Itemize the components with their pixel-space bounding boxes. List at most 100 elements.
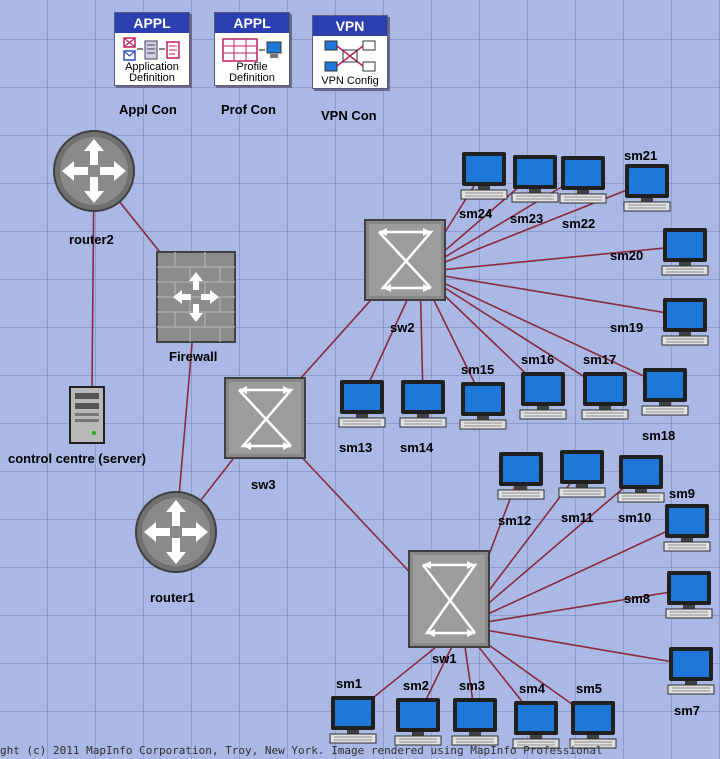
switch-icon <box>364 219 446 301</box>
link-sw2-sm18[interactable] <box>419 271 666 387</box>
vpn-config-text: VPN Config <box>313 76 387 87</box>
application-definition-node[interactable]: APPL Application Definition <box>114 12 190 86</box>
pc-node-sm24[interactable] <box>459 150 509 207</box>
pc-label-sm11: sm11 <box>561 510 594 525</box>
sw2-node[interactable] <box>363 218 447 307</box>
pc-label-sm12: sm12 <box>498 513 532 528</box>
application-definition-text: Application Definition <box>115 62 189 84</box>
control-centre-server-node[interactable] <box>68 385 106 450</box>
computer-icon <box>623 164 671 212</box>
computer-icon <box>338 380 386 428</box>
pc-node-sm9[interactable] <box>662 502 712 559</box>
sw1-node[interactable] <box>407 549 491 654</box>
pc-node-sm8[interactable] <box>664 569 714 626</box>
pc-label-sm20: sm20 <box>610 248 644 263</box>
prof-con-label: Prof Con <box>221 102 276 117</box>
link-sw2-sm22[interactable] <box>419 173 584 273</box>
link-sw1-sm8[interactable] <box>461 588 690 627</box>
firewall-node[interactable] <box>155 250 237 349</box>
link-sw2-sm21[interactable] <box>419 181 648 273</box>
pc-label-sm23: sm23 <box>510 211 544 226</box>
computer-icon <box>451 698 499 746</box>
pc-label-sm18: sm18 <box>642 428 676 443</box>
link-sw2-sm20[interactable] <box>419 245 686 273</box>
computer-icon <box>394 698 442 746</box>
link-sw1-sm10[interactable] <box>461 472 642 627</box>
pc-label-sm24: sm24 <box>459 206 493 221</box>
computer-icon <box>667 647 715 695</box>
pc-label-sm4: sm4 <box>519 681 546 696</box>
pc-node-sm2[interactable] <box>393 696 443 753</box>
pc-label-sm17: sm17 <box>583 352 617 367</box>
cfg-sub-line: Definition <box>229 72 275 84</box>
computer-icon <box>512 701 560 749</box>
pc-node-sm7[interactable] <box>666 645 716 702</box>
pc-node-sm13[interactable] <box>337 378 387 435</box>
pc-node-sm22[interactable] <box>558 154 608 211</box>
computer-icon <box>511 155 559 203</box>
link-sw1-sm9[interactable] <box>461 521 688 627</box>
computer-icon <box>641 368 689 416</box>
pc-label-sm2: sm2 <box>403 678 430 693</box>
link-sw2-sm17[interactable] <box>419 271 606 391</box>
pc-node-sm18[interactable] <box>640 366 690 423</box>
computer-icon <box>569 701 617 749</box>
pc-label-sm1: sm1 <box>336 676 363 691</box>
pc-node-sm21[interactable] <box>622 162 672 219</box>
vpn-config-icon <box>324 40 376 72</box>
vpn-config-node[interactable]: VPN VPN Config <box>312 15 388 89</box>
router2-node[interactable] <box>52 127 138 220</box>
link-sw1-sm7[interactable] <box>461 625 692 666</box>
pc-node-sm12[interactable] <box>496 450 546 507</box>
pc-node-sm23[interactable] <box>510 153 560 210</box>
control-centre-server-label: control centre (server) <box>8 451 146 466</box>
pc-node-sm11[interactable] <box>557 448 607 505</box>
appl-con-label: Appl Con <box>119 102 177 117</box>
prof-header: APPL <box>215 13 289 33</box>
computer-icon <box>661 228 709 276</box>
computer-icon <box>329 696 377 744</box>
computer-icon <box>559 156 607 204</box>
pc-label-sm14: sm14 <box>400 440 434 455</box>
pc-node-sm20[interactable] <box>660 226 710 283</box>
computer-icon <box>663 504 711 552</box>
server-tower-icon <box>69 386 105 444</box>
computer-icon <box>617 455 665 503</box>
sw3-node[interactable] <box>223 376 307 465</box>
pc-node-sm17[interactable] <box>580 370 630 427</box>
pc-node-sm14[interactable] <box>398 378 448 435</box>
pc-label-sm13: sm13 <box>339 440 373 455</box>
pc-label-sm8: sm8 <box>624 591 651 606</box>
vpn-con-label: VPN Con <box>321 108 377 123</box>
computer-icon <box>558 450 606 498</box>
computer-icon <box>497 452 545 500</box>
link-sw2-sm19[interactable] <box>419 271 686 317</box>
pc-node-sm19[interactable] <box>660 296 710 353</box>
switch-icon <box>408 550 490 648</box>
computer-icon <box>665 571 713 619</box>
profile-definition-node[interactable]: APPL Profile Definition <box>214 12 290 86</box>
pc-label-sm7: sm7 <box>674 703 701 718</box>
pc-node-sm4[interactable] <box>511 699 561 756</box>
pc-label-sm3: sm3 <box>459 678 486 693</box>
router-icon <box>135 491 217 573</box>
pc-label-sm15: sm15 <box>461 362 495 377</box>
pc-node-sm10[interactable] <box>616 453 666 510</box>
computer-icon <box>399 380 447 428</box>
router1-node[interactable] <box>134 488 220 581</box>
pc-node-sm3[interactable] <box>450 696 500 753</box>
cfg-sub-line: Definition <box>129 72 175 84</box>
pc-label-sm19: sm19 <box>610 320 644 335</box>
pc-node-sm1[interactable] <box>328 694 378 751</box>
pc-label-sm9: sm9 <box>669 486 696 501</box>
pc-node-sm5[interactable] <box>568 699 618 756</box>
pc-label-sm16: sm16 <box>521 352 555 367</box>
pc-node-sm15[interactable] <box>458 380 508 437</box>
pc-node-sm16[interactable] <box>518 370 568 427</box>
computer-icon <box>459 382 507 430</box>
cfg-sub-line: VPN Config <box>321 75 379 87</box>
sw2-label: sw2 <box>390 320 415 335</box>
copyright-text: ght (c) 2011 MapInfo Corporation, Troy, … <box>0 744 603 757</box>
vpn-header: VPN <box>313 16 387 36</box>
